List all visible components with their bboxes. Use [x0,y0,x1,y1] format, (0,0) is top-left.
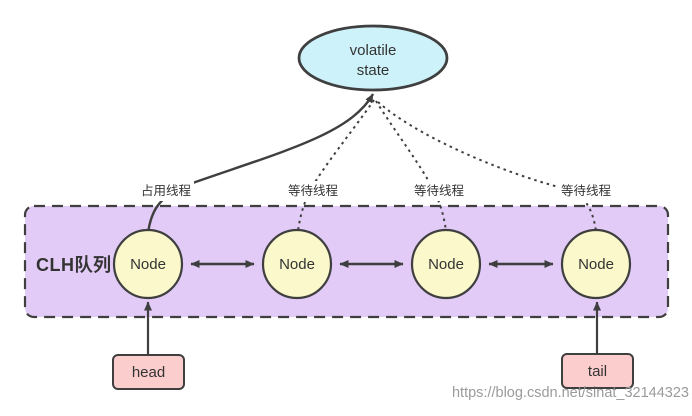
volatile-state-ellipse [297,24,449,92]
head-pointer-box: head [112,354,185,390]
thread-label-occupying: 占用线程 [138,181,195,202]
node-label-1: Node [130,256,166,273]
edge-node4-to-state [377,101,597,232]
thread-label-waiting-2: 等待线程 [411,181,468,202]
tail-pointer-label: tail [587,362,608,380]
node-label-3: Node [428,256,464,273]
watermark-url: https://blog.csdn.net/sinat_32144323 [451,385,689,401]
clh-queue-title: CLH队列 [36,255,112,275]
edge-node2-to-state [297,99,375,232]
edge-node1-to-state [146,93,375,234]
node-circle-2 [261,228,333,300]
thread-label-waiting-3: 等待线程 [558,181,615,202]
head-pointer-label: head [131,363,166,381]
node-circle-4 [560,228,632,300]
node-circle-1 [112,228,184,300]
volatile-state-label: volatile state [349,42,397,79]
tail-pointer-box: tail [561,353,634,389]
edge-node3-to-state [375,100,447,232]
node-label-4: Node [578,256,614,273]
node-circle-3 [410,228,482,300]
thread-label-waiting-1: 等待线程 [285,181,342,202]
node-label-2: Node [279,256,315,273]
